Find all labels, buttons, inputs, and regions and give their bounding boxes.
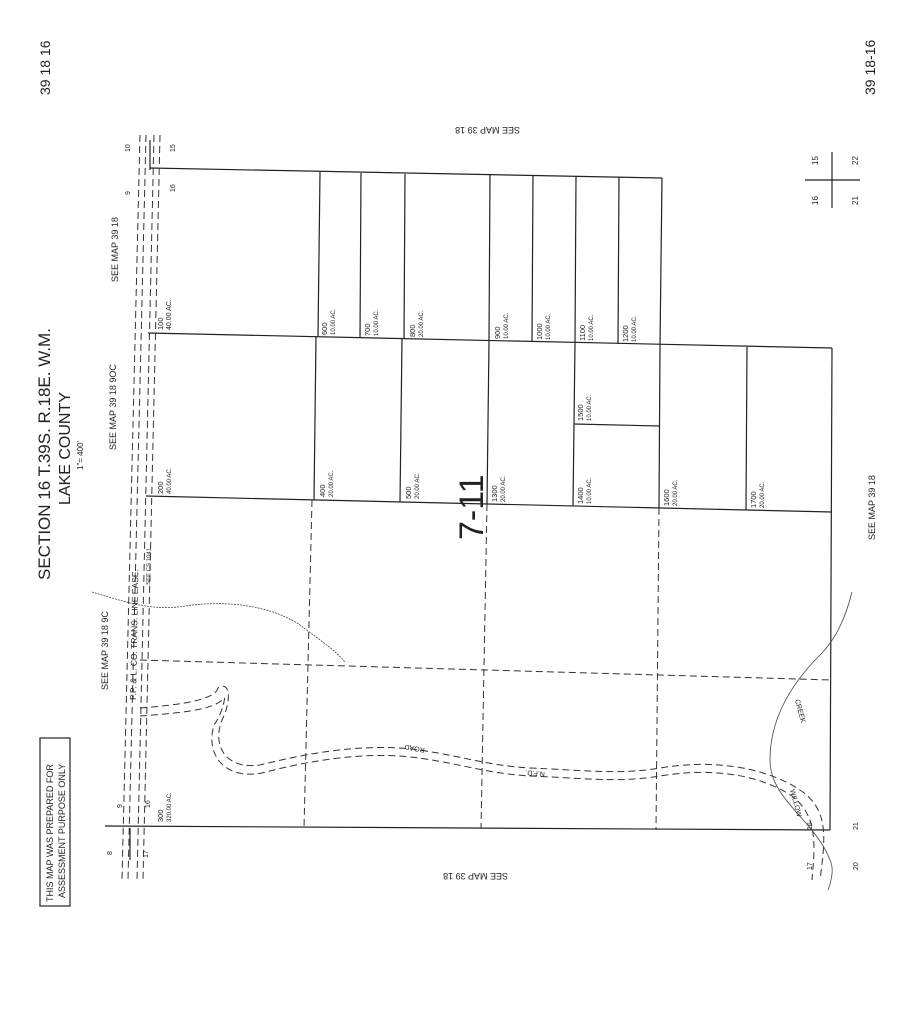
svg-text:20.00 AC.: 20.00 AC. xyxy=(760,481,766,508)
svg-text:16: 16 xyxy=(807,822,814,830)
svg-text:20.00 AC.: 20.00 AC. xyxy=(419,310,425,337)
svg-text:800: 800 xyxy=(408,324,417,337)
see-map-left-middle: SEE MAP 39 18 9OC xyxy=(108,364,118,450)
svg-text:10: 10 xyxy=(125,144,132,152)
road-label: ROAD xyxy=(404,743,425,753)
svg-text:16: 16 xyxy=(145,800,152,808)
nfd-label: N.F.D. xyxy=(525,768,545,777)
svg-text:20: 20 xyxy=(853,862,860,870)
svg-text:8: 8 xyxy=(107,851,114,855)
easement-ref: SEE CS 1041 xyxy=(146,547,153,585)
county-label: LAKE COUNTY xyxy=(57,392,74,505)
svg-text:200: 200 xyxy=(156,481,165,494)
svg-text:1600: 1600 xyxy=(662,489,671,506)
svg-text:9: 9 xyxy=(117,804,124,808)
power-line xyxy=(91,591,346,663)
svg-text:20.00 AC.: 20.00 AC. xyxy=(329,470,335,497)
svg-text:16: 16 xyxy=(170,184,177,192)
svg-text:1000: 1000 xyxy=(535,323,544,340)
svg-text:15: 15 xyxy=(811,156,820,165)
svg-text:10.00 AC.: 10.00 AC. xyxy=(632,315,638,342)
svg-text:500: 500 xyxy=(404,486,413,499)
highway-corridor xyxy=(121,134,161,881)
svg-text:20.00 AC.: 20.00 AC. xyxy=(501,475,507,502)
see-map-bottom: SEE MAP 39 18 xyxy=(443,871,508,881)
svg-text:15: 15 xyxy=(170,144,177,152)
svg-text:21: 21 xyxy=(851,196,860,205)
svg-text:300: 300 xyxy=(156,809,165,822)
svg-text:20.00 AC.: 20.00 AC. xyxy=(415,472,421,499)
svg-text:22: 22 xyxy=(851,156,860,165)
willow-creek xyxy=(769,591,853,891)
svg-text:600: 600 xyxy=(320,322,329,335)
svg-text:21: 21 xyxy=(853,822,860,830)
svg-text:17: 17 xyxy=(807,862,814,870)
svg-text:THIS MAP WAS PREPARED FOR: THIS MAP WAS PREPARED FOR xyxy=(45,764,55,902)
svg-text:100: 100 xyxy=(156,317,165,330)
svg-text:400: 400 xyxy=(318,484,327,497)
svg-text:10.00 AC.: 10.00 AC. xyxy=(504,312,510,339)
svg-text:ASSESSMENT PURPOSE ONLY: ASSESSMENT PURPOSE ONLY xyxy=(57,764,67,898)
svg-text:320.00 AC.: 320.00 AC. xyxy=(167,792,173,822)
map-title: SECTION 16 T.39S. R.18E. W.M. xyxy=(35,328,54,580)
svg-text:1200: 1200 xyxy=(621,325,630,342)
corner-numbers: 10 15 9 16 9 8 16 17 16 21 17 20 xyxy=(107,144,860,870)
creek-label-creek: CREEK xyxy=(793,699,806,724)
svg-text:10.00 AC.: 10.00 AC. xyxy=(546,313,552,340)
svg-text:1400: 1400 xyxy=(576,487,585,504)
svg-text:10.00 AC.: 10.00 AC. xyxy=(587,394,593,421)
svg-text:16: 16 xyxy=(811,196,820,205)
svg-text:700: 700 xyxy=(363,323,372,336)
see-map-left-lower: SEE MAP 39 18 9C xyxy=(100,611,110,690)
svg-text:10.00 AC.: 10.00 AC. xyxy=(589,314,595,341)
svg-text:17: 17 xyxy=(143,850,150,858)
see-map-top: SEE MAP 39 18 xyxy=(455,125,520,135)
svg-text:40.00 AC.: 40.00 AC. xyxy=(167,467,173,494)
svg-text:1100: 1100 xyxy=(578,325,587,341)
see-map-left-upper: SEE MAP 39 18 xyxy=(110,217,120,282)
svg-text:1700: 1700 xyxy=(749,491,758,508)
map-number-left: 39 18 16 xyxy=(37,40,53,95)
handwritten-annotation: 7-11 xyxy=(453,474,491,540)
svg-text:10.00 AC.: 10.00 AC. xyxy=(587,477,593,504)
easement-label: P.P. & L. CO. TRANS. LINE EASE. xyxy=(128,569,140,700)
svg-text:1300: 1300 xyxy=(490,485,499,502)
svg-text:900: 900 xyxy=(493,326,502,339)
map-number-right: 39 18-16 xyxy=(862,40,878,95)
svg-text:20.00 AC.: 20.00 AC. xyxy=(673,479,679,506)
scale-label: 1"= 400' xyxy=(76,440,85,470)
svg-text:9: 9 xyxy=(125,191,132,195)
svg-text:10.00 AC.: 10.00 AC. xyxy=(374,309,380,336)
see-map-right: SEE MAP 39 18 xyxy=(867,475,877,540)
svg-text:10.00 AC.: 10.00 AC. xyxy=(331,308,337,335)
svg-text:1500: 1500 xyxy=(576,404,585,421)
section-locator-inset: 16 15 22 21 xyxy=(805,152,860,208)
svg-text:40.00 AC.: 40.00 AC. xyxy=(166,299,173,330)
assessment-notice: THIS MAP WAS PREPARED FOR ASSESSMENT PUR… xyxy=(39,737,71,907)
